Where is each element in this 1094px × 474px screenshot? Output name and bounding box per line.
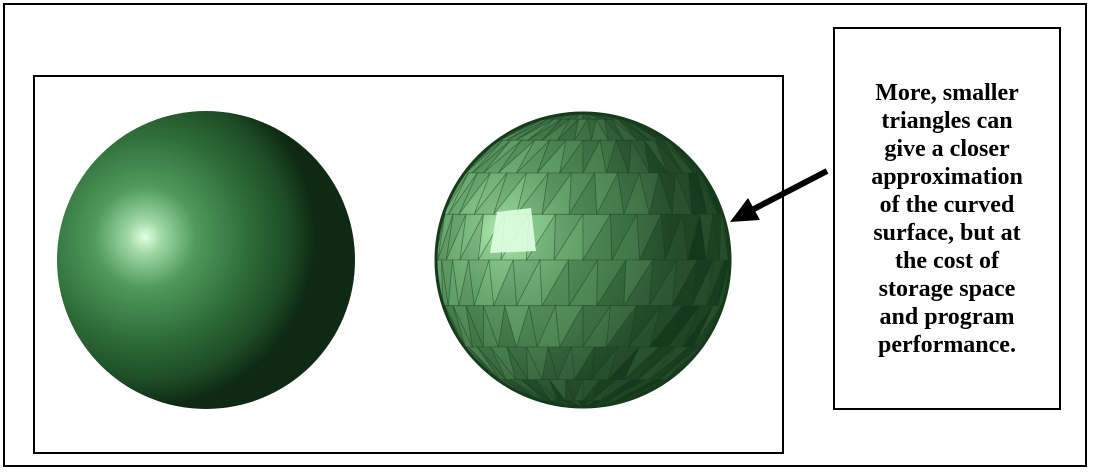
callout-arrow xyxy=(730,171,827,222)
callout-text: More, smaller triangles can give a close… xyxy=(847,79,1047,359)
highlight-facet xyxy=(490,208,536,253)
smooth-sphere xyxy=(57,111,355,409)
faceted-sphere xyxy=(435,112,731,408)
callout-box: More, smaller triangles can give a close… xyxy=(833,27,1061,410)
